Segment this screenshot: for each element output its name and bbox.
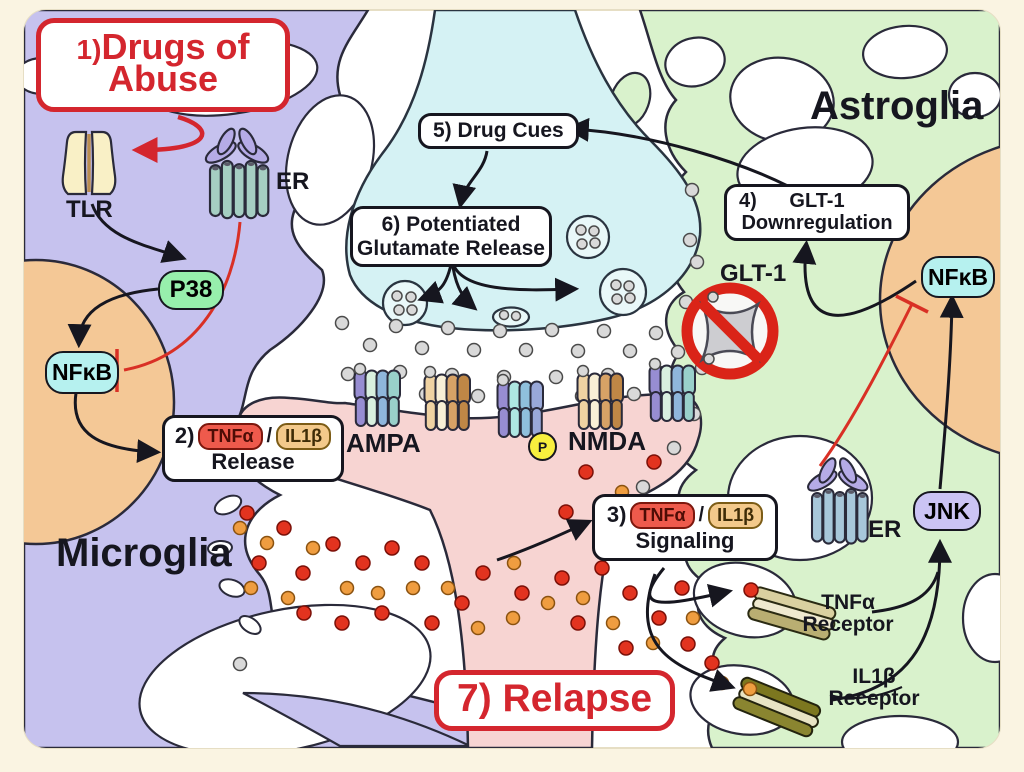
callout-potentiated-release: 6) Potentiated Glutamate Release [350,206,552,268]
il1b-receptor-label: IL1β Receptor [828,665,920,711]
arrow-nfkb-to-release [73,392,162,464]
callout-number: 7) [457,677,492,720]
arrow-to-il1b-receptor [646,573,736,692]
inhibit-er-to-nfkb-astro [818,303,914,467]
tnfa-receptor-label: TNFα Receptor [802,591,894,637]
tnfa-receptor-glyph [747,586,837,641]
il1b-dots [232,484,730,691]
glt1-transporter-blocked [681,282,779,380]
glt1-label: GLT-1 [720,260,787,287]
arrow-nfkb-to-downregulation [792,239,917,317]
arrow-to-tnfa-receptor [648,567,734,608]
callout-number: 2) [174,422,195,448]
arrow-drugs-to-tlr [131,114,205,163]
callout-glt1-downregulation: 4) GLT-1 Downregulation [724,184,910,241]
astroglia-nucleus [878,136,1000,464]
nfkb-microglia-pill: NFκB [45,351,119,394]
arrow-p38-to-nfkb [67,287,159,349]
arrow-receptors-to-jnk [831,538,952,702]
il1b-badge: IL1β [276,423,332,450]
arrow-jnk-to-nfkb [938,293,964,490]
tlr-receptor [61,130,117,196]
callout-number: 3) [606,501,627,527]
callout-number: 4) [739,190,757,212]
microglia-process-band [242,691,471,748]
il1b-badge: IL1β [708,502,764,529]
line-il1b-label-pointer [829,685,903,700]
il1b-receptor-glyph [732,676,822,738]
tnfa-badge: TNFα [630,502,695,529]
callout-drugs-of-abuse: 1)Drugs of Abuse [36,18,290,112]
tnfa-dots [239,454,720,671]
tbar-nfkb-astroglia [895,294,929,314]
prohibition-slash-icon [697,298,764,365]
ampa-receptor-1 [353,362,401,427]
nmda-receptor-2 [576,364,624,430]
microglia-nucleus [24,258,176,546]
ampa-label: AMPA [346,428,421,458]
astroglia-label: Astroglia [810,84,984,128]
callout-number: 5) [433,119,452,142]
microglia-label: Microglia [56,531,232,575]
il1b-ligand-dot [742,681,758,697]
phospho-badge: P [528,432,557,461]
tlr-label: TLR [66,196,113,223]
arrow-dots-to-signaling [496,519,593,562]
phospho-receptor [496,373,544,438]
jnk-pill: JNK [913,491,981,531]
arrow-cues-to-potentiated [452,150,489,210]
callout-drug-cues: 5) Drug Cues [418,113,579,149]
callout-number: 6) [381,213,401,236]
signal-arrows [67,117,964,702]
nfkb-astroglia-pill: NFκB [921,256,995,298]
tnfa-ligand-dot [743,582,759,598]
callout-release: 2) TNFα / IL1β Release [162,415,344,483]
callout-number: 1) [76,34,102,65]
arrow-tlr-to-p38 [90,203,187,263]
ampa-receptor-2 [648,357,696,422]
er-astroglia-label: ER [868,516,902,543]
nmda-receptor-1 [423,365,471,431]
callout-relapse: 7) Relapse [434,670,676,731]
inhibit-er-to-nfkb [123,221,242,372]
p38-pill: P38 [158,270,224,310]
line-tnfa-label-join [871,571,940,614]
cytokine-release-bumps [207,494,262,635]
red-signals [115,114,929,467]
er-microglia-label: ER [276,168,310,195]
arrow-to-vesicle-right [450,259,580,302]
tnfa-badge: TNFα [198,423,263,450]
nmda-label: NMDA [568,426,646,456]
callout-signaling: 3) TNFα / IL1β Signaling [592,494,778,562]
